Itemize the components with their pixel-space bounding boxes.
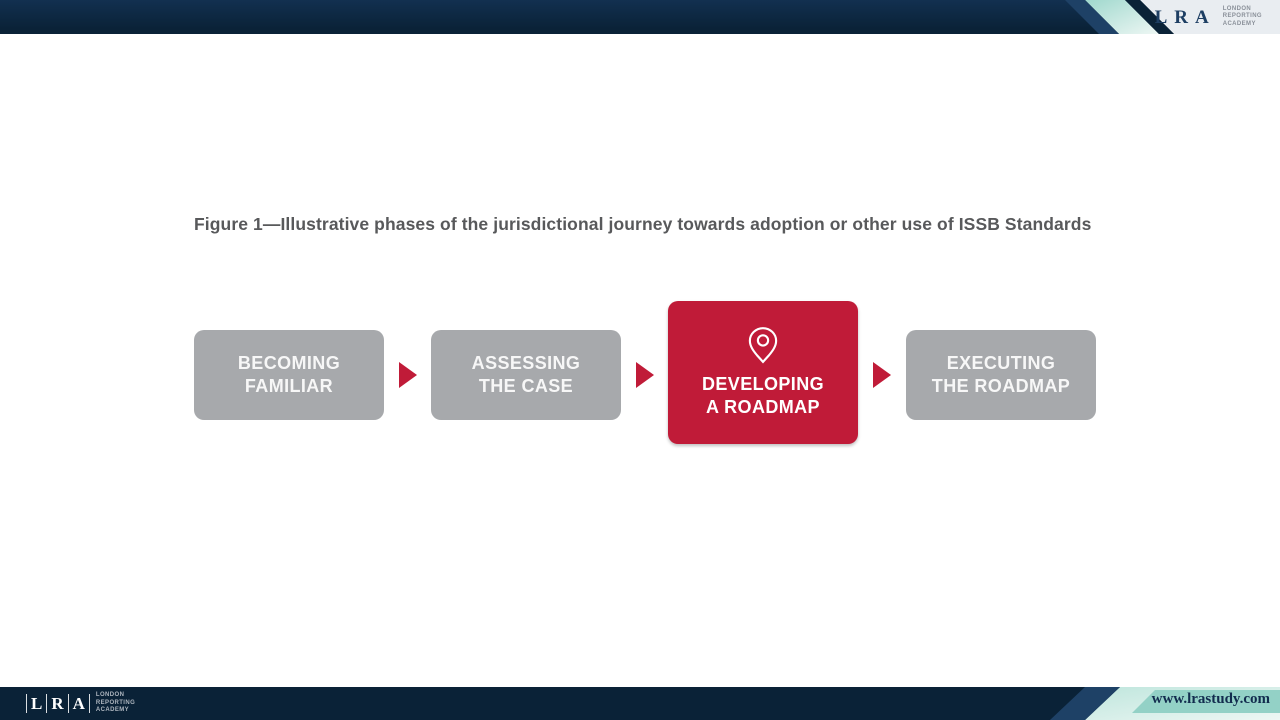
- footer-logo-letter: L: [26, 694, 46, 713]
- arrow-right-icon: [873, 362, 891, 388]
- arrow-right-icon: [636, 362, 654, 388]
- phase-box-becoming-familiar: BECOMING FAMILIAR: [194, 330, 384, 420]
- figure-title: Figure 1—Illustrative phases of the juri…: [194, 214, 1092, 234]
- header-logo-name: LONDON REPORTING ACADEMY: [1222, 5, 1262, 27]
- footer-logo-letter: A: [67, 694, 90, 713]
- bottom-bar: www.lrastudy.com L R A LONDON REPORTING …: [0, 687, 1280, 720]
- phase-label: EXECUTING THE ROADMAP: [931, 352, 1071, 396]
- phase-box-executing-the-roadmap: EXECUTING THE ROADMAP: [906, 330, 1096, 420]
- header-logo-acronym: LRA: [1154, 6, 1216, 28]
- map-pin-icon: [748, 326, 778, 364]
- header-lra-logo: LRA LONDON REPORTING ACADEMY: [1155, 0, 1262, 34]
- phase-box-developing-a-roadmap: DEVELOPING A ROADMAP: [668, 301, 858, 444]
- phase-box-assessing-the-case: ASSESSING THE CASE: [431, 330, 621, 420]
- phase-label: DEVELOPING A ROADMAP: [701, 373, 825, 417]
- footer-logo-name: LONDON REPORTING ACADEMY: [95, 692, 136, 714]
- footer-lra-logo: L R A LONDON REPORTING ACADEMY: [26, 687, 135, 720]
- bottom-bar-diagonal-decoration: [1050, 687, 1280, 720]
- top-bar: LRA LONDON REPORTING ACADEMY: [0, 0, 1280, 34]
- footer-logo-letter: R: [46, 694, 67, 713]
- top-bar-diagonal-decoration: [1065, 0, 1280, 34]
- arrow-right-icon: [399, 362, 417, 388]
- footer-logo-acronym: L R A: [26, 694, 90, 713]
- website-url: www.lrastudy.com: [1151, 691, 1270, 707]
- phase-label: ASSESSING THE CASE: [471, 352, 581, 396]
- phase-label: BECOMING FAMILIAR: [237, 352, 341, 396]
